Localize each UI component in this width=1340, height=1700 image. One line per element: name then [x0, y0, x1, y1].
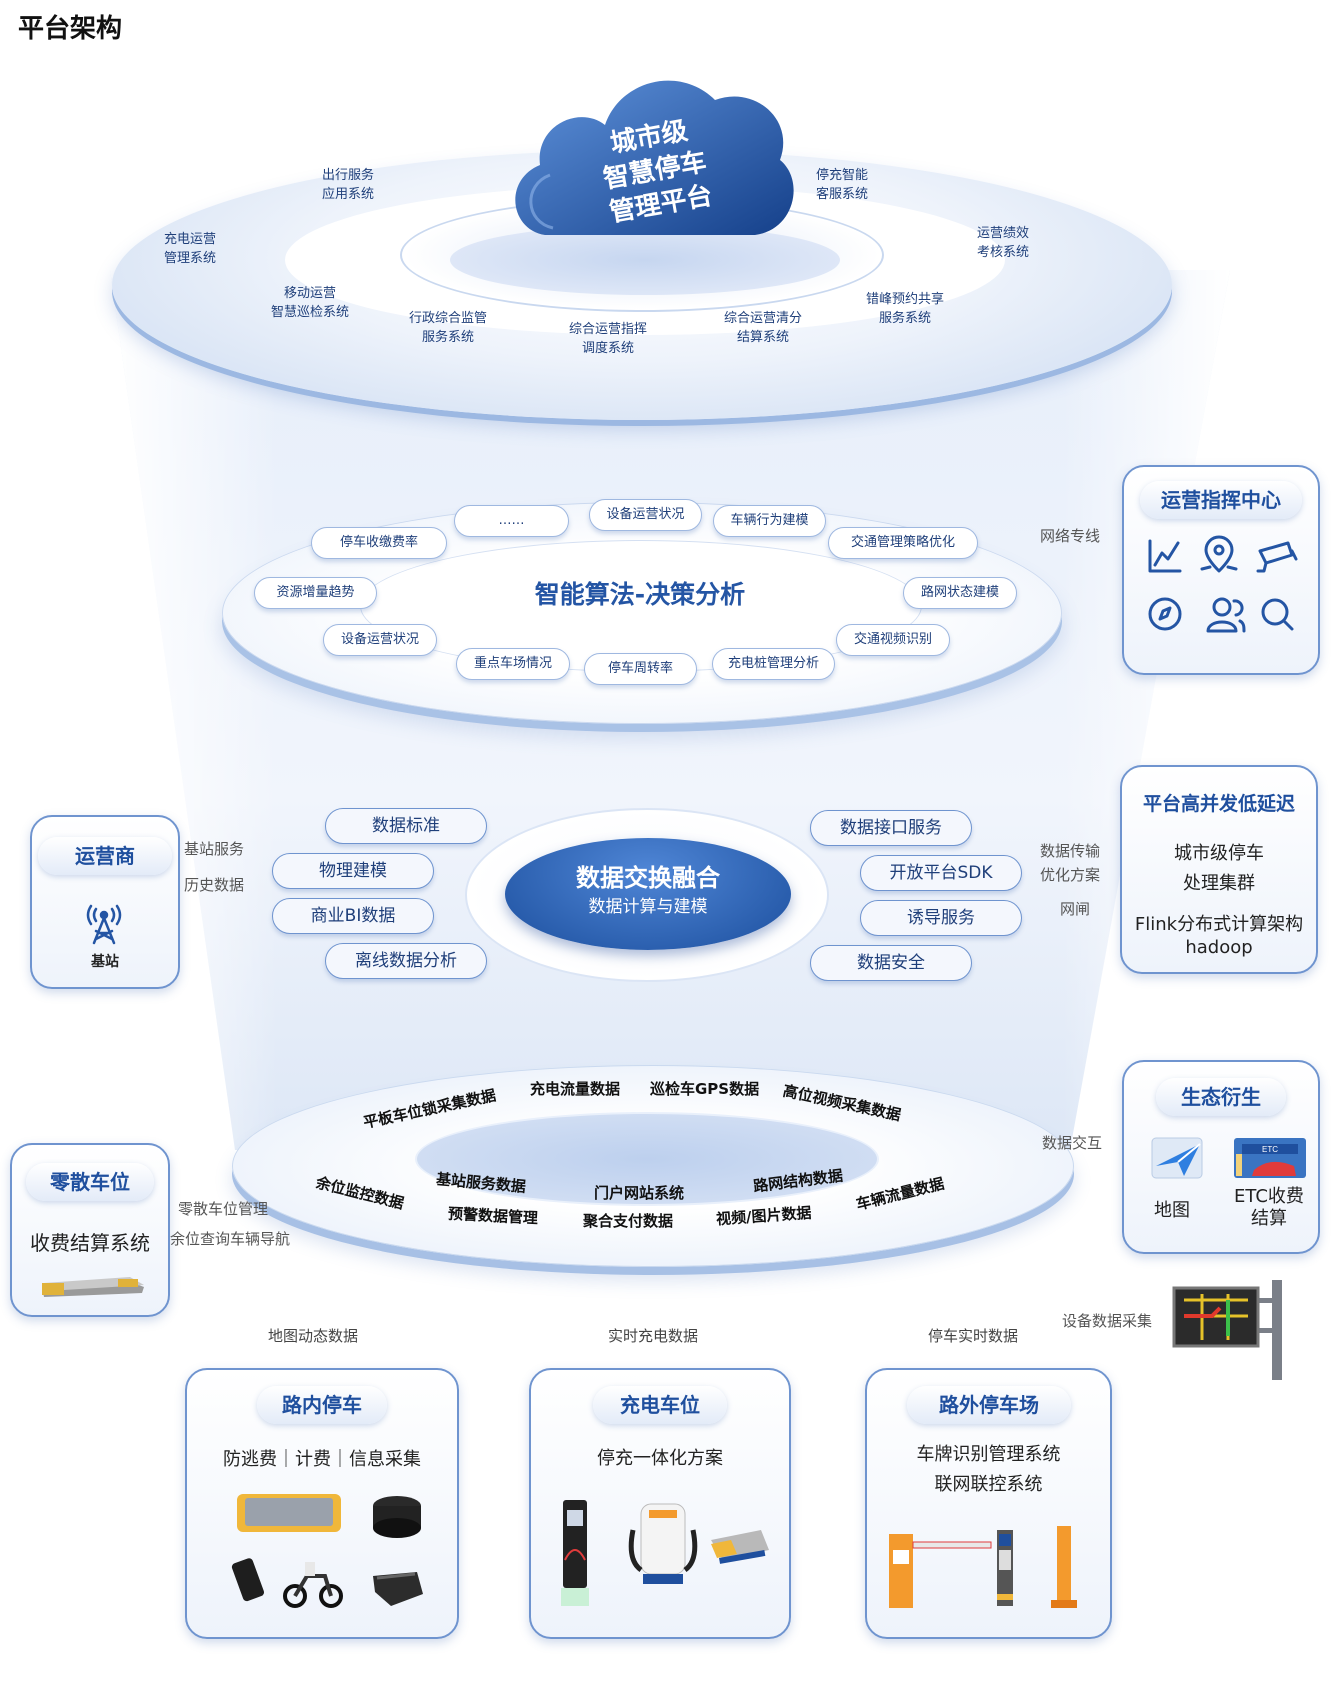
- on-street-parking-card: 路内停车 防逃费｜计费｜信息采集: [185, 1368, 459, 1639]
- algorithm-pill: 车辆行为建模: [713, 505, 826, 537]
- link-label: 历史数据: [184, 876, 245, 894]
- data-source-label: 充电流量数据: [530, 1080, 621, 1098]
- charging-devices: [561, 1500, 769, 1606]
- operator-card: 运营商 基站: [30, 815, 180, 989]
- data-exchange-core: [505, 838, 791, 950]
- card-top-label: 实时充电数据: [608, 1327, 699, 1345]
- data-pill-right: 开放平台SDK: [860, 855, 1022, 891]
- app-label: 错峰预约共享 服务系统: [865, 292, 944, 326]
- operator-title: 运营商: [38, 837, 172, 875]
- algorithm-pill: 设备运营状况: [323, 624, 437, 656]
- off-street-devices: [889, 1526, 1077, 1608]
- link-label: 优化方案: [1040, 866, 1101, 884]
- off-street-title: 路外停车场: [907, 1386, 1071, 1424]
- page-title: 平台架构: [18, 14, 123, 44]
- compass-icon: [1148, 597, 1182, 631]
- data-pill-left: 商业BI数据: [272, 898, 434, 934]
- parking-lock-icon: [42, 1277, 144, 1297]
- on-street-title: 路内停车: [257, 1386, 387, 1424]
- charging-space-card: 充电车位 停充一体化方案: [529, 1368, 791, 1639]
- algorithm-pill: 重点车场情况: [456, 648, 570, 680]
- off-street-desc: 车牌识别管理系统 联网联控系统: [916, 1444, 1061, 1495]
- algorithm-ring-inner: [360, 540, 922, 672]
- link-label: 网闸: [1060, 900, 1091, 918]
- link-label: 数据传输: [1040, 842, 1101, 860]
- algorithm-pill: 资源增量趋势: [254, 577, 377, 609]
- svg-text:ETC: ETC: [1262, 1145, 1278, 1154]
- etc-icon: ETC: [1234, 1138, 1306, 1178]
- link-label: 网络专线: [1040, 527, 1101, 545]
- search-icon: [1261, 598, 1294, 631]
- card-top-label: 停车实时数据: [928, 1327, 1019, 1345]
- app-label: 综合运营清分 结算系统: [723, 311, 802, 345]
- application-ring-center: [450, 225, 840, 295]
- algorithm-pill: 交通视频识别: [836, 624, 950, 656]
- app-label: 运营绩效 考核系统: [976, 226, 1029, 260]
- tower-label: 基站: [91, 954, 119, 970]
- camera-icon: [1256, 541, 1298, 573]
- ops-center-title: 运营指挥中心: [1140, 481, 1302, 519]
- on-street-devices: [231, 1494, 423, 1608]
- algorithm-title: 智能算法-决策分析: [534, 580, 746, 609]
- data-pill-left: 物理建模: [272, 853, 434, 889]
- data-pill-right: 诱导服务: [860, 900, 1022, 936]
- high-concurrency-card: 平台高并发低延迟 城市级停车 处理集群 Flink分布式计算架构 hadoop: [1120, 765, 1318, 974]
- off-street-parking-card: 路外停车场 车牌识别管理系统 联网联控系统: [865, 1368, 1112, 1639]
- map-pin-icon: [1200, 535, 1238, 573]
- link-label: 数据交互: [1042, 1134, 1103, 1152]
- algorithm-pill: 停车周转率: [584, 653, 697, 685]
- data-pill-left: 离线数据分析: [325, 943, 487, 979]
- ecology-card: 生态衍生 ETC 地图 ETC收费 结算: [1122, 1060, 1320, 1254]
- app-label: 充电运营 管理系统: [163, 232, 216, 266]
- data-pill-right: 数据安全: [810, 945, 972, 981]
- app-label: 行政综合监管 服务系统: [408, 311, 487, 345]
- scattered-subtitle: 收费结算系统: [30, 1231, 150, 1255]
- link-label: 零散车位管理: [178, 1200, 269, 1218]
- ops-center-icons: [1148, 535, 1298, 633]
- app-label: 综合运营指挥 调度系统: [568, 322, 647, 356]
- scattered-parking-card: 零散车位 收费结算系统: [10, 1143, 170, 1317]
- cluster-line: 处理集群: [1183, 873, 1255, 894]
- data-source-label: 聚合支付数据: [583, 1212, 674, 1230]
- algorithm-pill: 充电桩管理分析: [712, 648, 835, 680]
- data-pill-right: 数据接口服务: [810, 810, 972, 846]
- on-street-desc: 防逃费｜计费｜信息采集: [223, 1449, 421, 1470]
- data-source-label: 门户网站系统: [594, 1184, 685, 1202]
- flink-line: Flink分布式计算架构: [1134, 914, 1304, 935]
- guidance-screen-icon: [1172, 1280, 1282, 1380]
- app-label: 停充智能 客服系统: [815, 168, 868, 202]
- tower-icon: [86, 904, 122, 945]
- charging-title: 充电车位: [593, 1386, 727, 1424]
- algorithm-pill: 停车收缴费率: [311, 527, 447, 559]
- link-label: 设备数据采集: [1062, 1312, 1153, 1330]
- data-exchange-subtitle: 数据计算与建模: [588, 897, 708, 917]
- app-label: 移动运营 智慧巡检系统: [270, 286, 349, 320]
- map-app-icon: [1151, 1137, 1203, 1179]
- map-label: 地图: [1154, 1200, 1190, 1221]
- data-exchange-title: 数据交换融合: [576, 864, 720, 892]
- link-label: 余位查询车辆导航: [170, 1230, 291, 1248]
- link-label: 基站服务: [184, 840, 245, 858]
- algorithm-pill: 交通管理策略优化: [828, 527, 978, 559]
- charging-desc: 停充一体化方案: [597, 1448, 723, 1469]
- algorithm-pill: ……: [454, 505, 569, 537]
- hadoop-line: hadoop: [1185, 937, 1253, 958]
- ops-center-card: 运营指挥中心: [1122, 465, 1320, 675]
- data-source-label: 巡检车GPS数据: [650, 1080, 760, 1098]
- scattered-title: 零散车位: [26, 1163, 154, 1201]
- card-top-label: 地图动态数据: [268, 1327, 359, 1345]
- data-pill-left: 数据标准: [325, 808, 487, 844]
- algorithm-pill: 设备运营状况: [589, 499, 702, 531]
- app-label: 出行服务 应用系统: [321, 168, 374, 202]
- line-chart-icon: [1148, 539, 1182, 573]
- users-icon: [1206, 597, 1246, 633]
- ecology-title: 生态衍生: [1156, 1078, 1286, 1116]
- algorithm-pill: 路网状态建模: [903, 577, 1017, 609]
- etc-label: ETC收费 结算: [1234, 1186, 1304, 1229]
- cluster-line: 城市级停车: [1174, 843, 1264, 864]
- high-concurrency-title: 平台高并发低延迟: [1142, 793, 1295, 815]
- cloud-icon: [515, 80, 794, 235]
- data-collection-core: [415, 1112, 879, 1206]
